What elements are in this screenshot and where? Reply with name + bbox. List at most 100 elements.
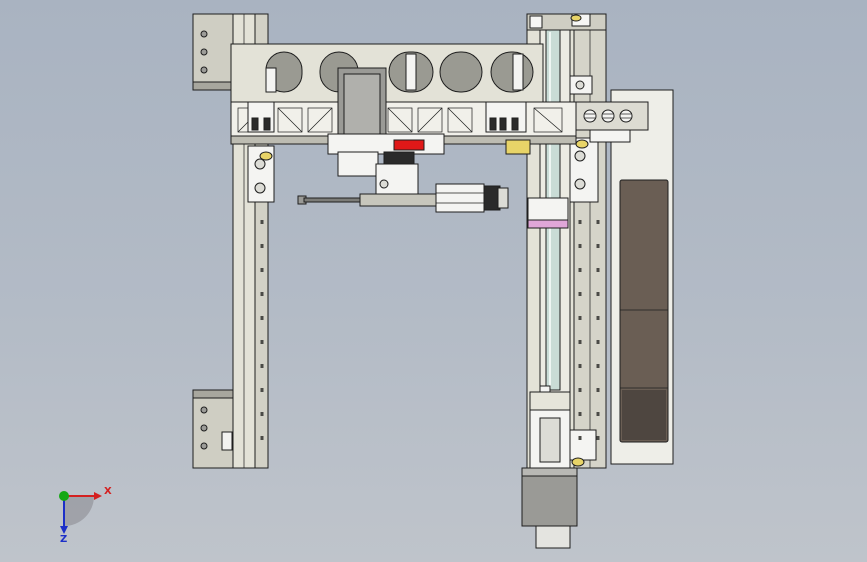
bracket-bolt bbox=[379, 179, 389, 189]
yellow-fitting bbox=[259, 151, 273, 161]
ball-screw-axis[interactable] bbox=[521, 29, 578, 549]
left-top-base-block bbox=[192, 13, 234, 91]
z-axis-arrow bbox=[60, 526, 68, 534]
right-carriage-block[interactable] bbox=[567, 137, 599, 203]
motor-encoder bbox=[535, 525, 571, 549]
rail-bolt bbox=[260, 244, 264, 248]
rail-bolt bbox=[260, 268, 264, 272]
carriage-bolt bbox=[254, 158, 266, 170]
rail-bolt bbox=[578, 412, 582, 416]
rail-bolt bbox=[578, 220, 582, 224]
rail-bolt bbox=[260, 220, 264, 224]
beam-clip bbox=[265, 67, 277, 93]
y-axis-dot bbox=[59, 491, 69, 501]
base-shadow bbox=[192, 389, 234, 399]
rail-bolt bbox=[578, 244, 582, 248]
rail-bolt bbox=[260, 292, 264, 296]
yellow-fitting bbox=[575, 139, 589, 149]
rail-bolt bbox=[578, 364, 582, 368]
bolt-hole bbox=[200, 66, 208, 74]
red-sensor[interactable] bbox=[393, 139, 425, 151]
carriage-bolt bbox=[254, 182, 266, 194]
yellow-fitting bbox=[571, 457, 585, 467]
rail-bolt bbox=[260, 340, 264, 344]
coupling bbox=[539, 417, 561, 463]
connector-bracket bbox=[589, 129, 631, 143]
rail-bolt-marks bbox=[260, 220, 600, 440]
rail-bolt bbox=[578, 340, 582, 344]
clamp-jaw bbox=[489, 117, 497, 131]
rail-bolt bbox=[578, 316, 582, 320]
clamp-jaw bbox=[251, 117, 259, 131]
rail-bolt bbox=[596, 388, 600, 392]
center-head[interactable] bbox=[297, 67, 509, 213]
rail-bolt bbox=[578, 436, 582, 440]
bolt-hole bbox=[200, 30, 208, 38]
rail-bolt bbox=[596, 364, 600, 368]
rail-bolt bbox=[578, 388, 582, 392]
connector-port[interactable] bbox=[619, 109, 633, 123]
left-column[interactable] bbox=[192, 13, 269, 469]
rail-bolt bbox=[260, 388, 264, 392]
beam-cutout bbox=[490, 51, 534, 93]
rail-bolt bbox=[260, 316, 264, 320]
rail-bolt bbox=[596, 244, 600, 248]
top-beam[interactable] bbox=[230, 43, 544, 103]
vertical-axis-motor[interactable] bbox=[521, 467, 578, 527]
carriage-bolt bbox=[574, 178, 586, 190]
left-carriage[interactable] bbox=[247, 145, 275, 203]
bolt-hole bbox=[200, 48, 208, 56]
rail-bolt bbox=[596, 436, 600, 440]
yellow-stop-block[interactable] bbox=[505, 139, 531, 155]
connector-port[interactable] bbox=[601, 109, 615, 123]
triad-plane bbox=[64, 496, 94, 526]
slider-bolt bbox=[575, 80, 585, 90]
side-panel[interactable] bbox=[575, 89, 674, 465]
motor-mount-top bbox=[529, 391, 571, 411]
rail-bolt bbox=[578, 292, 582, 296]
rail-bolt bbox=[578, 268, 582, 272]
z-axis-label: Z bbox=[60, 534, 68, 545]
yellow-fitting bbox=[570, 14, 582, 22]
axis-triad[interactable]: X Z bbox=[48, 480, 118, 550]
bolt-hole bbox=[200, 442, 208, 450]
beam-clip bbox=[405, 53, 417, 91]
gripper-finger bbox=[497, 187, 509, 209]
nut-seal bbox=[527, 219, 569, 229]
head-block-left bbox=[337, 151, 379, 177]
bolt-hole bbox=[200, 406, 208, 414]
clamp-jaw bbox=[263, 117, 271, 131]
motor-flange bbox=[521, 467, 578, 477]
rail-bolt bbox=[260, 364, 264, 368]
rail-bolt bbox=[596, 412, 600, 416]
cable-chain-panel[interactable] bbox=[619, 179, 669, 443]
bolt-hole bbox=[200, 424, 208, 432]
clamp-jaw bbox=[499, 117, 507, 131]
cylinder-barrel[interactable] bbox=[359, 193, 437, 207]
rail-bolt bbox=[596, 316, 600, 320]
panel-shade bbox=[622, 390, 666, 440]
base-shadow bbox=[192, 81, 234, 91]
clamp-jaw bbox=[511, 117, 519, 131]
rail-bolt bbox=[596, 340, 600, 344]
left-bottom-base-block bbox=[192, 389, 234, 469]
rail-bolt bbox=[260, 436, 264, 440]
rail-bolt bbox=[596, 268, 600, 272]
beam-cutout bbox=[439, 51, 483, 93]
triad-graphic bbox=[59, 491, 102, 534]
bottom-slider-block[interactable] bbox=[567, 429, 597, 461]
connector-port[interactable] bbox=[583, 109, 597, 123]
gripper-bracket[interactable] bbox=[375, 163, 419, 195]
head-mount-plate[interactable] bbox=[327, 133, 445, 155]
rail-bolt bbox=[596, 220, 600, 224]
beam-clip bbox=[512, 53, 524, 91]
cap-block bbox=[529, 15, 543, 29]
gripper-body[interactable] bbox=[435, 183, 485, 213]
x-axis-label: X bbox=[104, 486, 112, 497]
x-axis-arrow bbox=[94, 492, 102, 500]
rail-bolt bbox=[596, 292, 600, 296]
clamp-block bbox=[221, 431, 233, 451]
carriage-bolt bbox=[574, 150, 586, 162]
